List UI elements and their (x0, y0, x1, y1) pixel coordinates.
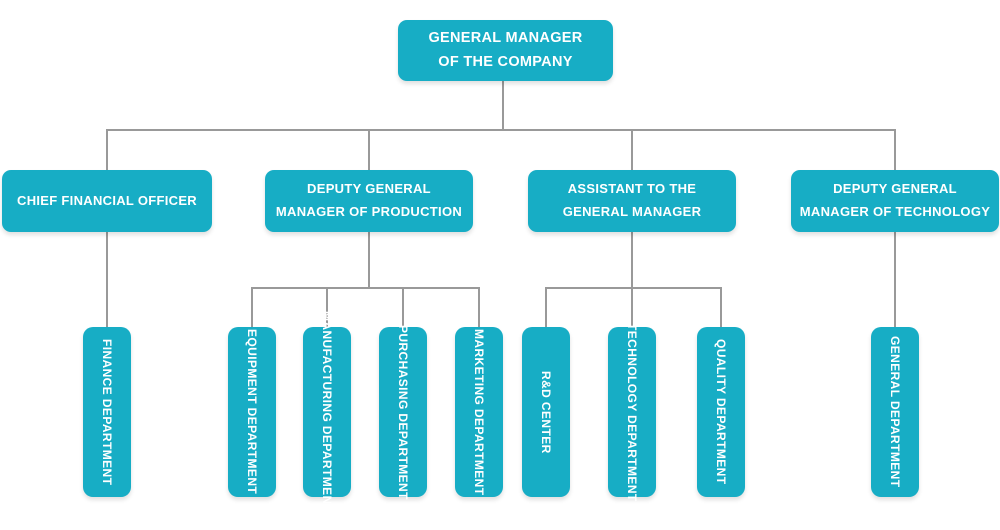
node-label: GENERAL MANAGER OF THE COMPANY (428, 29, 583, 70)
node-general-manager: GENERAL MANAGER OF THE COMPANY (398, 20, 613, 81)
node-deputy-gm-production: DEPUTY GENERAL MANAGER OF PRODUCTION (265, 170, 473, 232)
node-label: CHIEF FINANCIAL OFFICER (17, 192, 197, 208)
node-label: DEPUTY GENERAL MANAGER OF PRODUCTION (275, 181, 463, 219)
node-chief-financial-officer: CHIEF FINANCIAL OFFICER (2, 170, 212, 232)
node-rd-center: R&D CENTER (522, 327, 570, 497)
node-label: DEPUTY GENERAL MANAGER OF TECHNOLOGY (799, 181, 991, 219)
node-manufacturing-department: MANUFACTURING DEPARTMENT (303, 311, 351, 513)
node-equipment-department: EQUIPMENT DEPARTMENT (228, 327, 276, 497)
node-purchasing-department: PURCHASING DEPARTMENT (379, 325, 427, 499)
node-general-department: GENERAL DEPARTMENT (871, 327, 919, 497)
node-marketing-department: MARKETING DEPARTMENT (455, 327, 503, 497)
node-assistant-to-gm: ASSISTANT TO THE GENERAL MANAGER (528, 170, 736, 232)
node-technology-department: TECHNOLOGY DEPARTMENT (608, 323, 656, 501)
node-finance-department: FINANCE DEPARTMENT (83, 327, 131, 497)
node-deputy-gm-technology: DEPUTY GENERAL MANAGER OF TECHNOLOGY (791, 170, 999, 232)
node-label: ASSISTANT TO THE GENERAL MANAGER (562, 181, 702, 219)
node-quality-department: QUALITY DEPARTMENT (697, 327, 745, 497)
